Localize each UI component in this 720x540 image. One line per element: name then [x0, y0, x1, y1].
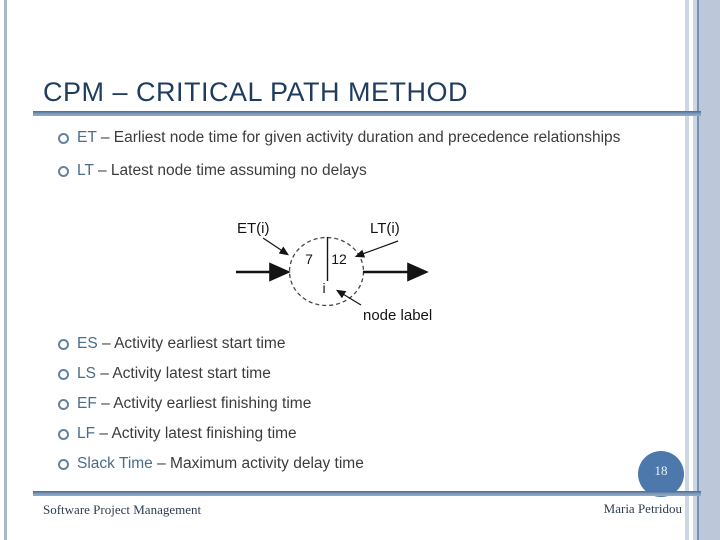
bullet-circle-icon: [58, 399, 69, 410]
node-circle: [288, 236, 365, 307]
bullet-rest: – Latest node time assuming no delays: [93, 162, 367, 179]
bullet-item-et: ET – Earliest node time for given activi…: [58, 127, 648, 149]
slide-title: CPM – CRITICAL PATH METHOD: [43, 77, 469, 107]
lt-value: 12: [331, 251, 347, 267]
right-edge-stripe-1: [685, 0, 689, 540]
bullet-circle-icon: [58, 429, 69, 440]
bullet-rest: – Maximum activity delay time: [152, 455, 364, 472]
title-underline: [33, 111, 701, 116]
right-edge-stripe-3: [697, 0, 699, 540]
bullet-text: Slack Time – Maximum activity delay time: [77, 453, 364, 475]
bullet-keyword: LS: [77, 365, 96, 382]
bullet-rest: – Activity earliest finishing time: [96, 395, 312, 412]
node-id: i: [322, 280, 325, 296]
et-pointer-arrow: [262, 237, 289, 256]
page-number: 18: [654, 463, 668, 478]
bullet-rest: – Activity earliest start time: [97, 335, 286, 352]
bullet-text: ES – Activity earliest start time: [77, 333, 285, 355]
bullet-item-lf: LF – Activity latest finishing time: [58, 423, 648, 445]
bullet-text: EF – Activity earliest finishing time: [77, 393, 311, 415]
right-edge-stripe-2: [693, 0, 697, 540]
node-time-diagram: ET(i) LT(i) 7 12 i node label: [236, 220, 432, 324]
bullet-keyword: LF: [77, 425, 96, 442]
bullet-rest: – Earliest node time for given activity …: [96, 129, 621, 146]
bullet-circle-icon: [58, 459, 69, 470]
left-edge-stripe: [4, 0, 7, 540]
bullet-text: LT – Latest node time assuming no delays: [77, 160, 367, 182]
bullet-keyword: ET: [77, 129, 97, 146]
bullet-item-es: ES – Activity earliest start time: [58, 333, 648, 355]
lt-label: LT(i): [370, 220, 400, 237]
bullet-text: LS – Activity latest start time: [77, 363, 271, 385]
bullet-item-lt: LT – Latest node time assuming no delays: [58, 160, 648, 182]
bullet-rest: – Activity latest finishing time: [95, 425, 297, 442]
node-label-pointer-arrow: [335, 289, 362, 306]
bullet-circle-icon: [58, 166, 69, 177]
et-value: 7: [305, 251, 313, 267]
node-label-text: node label: [363, 307, 432, 324]
footer-author: Maria Petridou: [603, 501, 682, 516]
bullet-item-ls: LS – Activity latest start time: [58, 363, 648, 385]
bullet-keyword: ES: [77, 335, 98, 352]
bullet-keyword: Slack Time: [77, 455, 153, 472]
bullet-keyword: EF: [77, 395, 97, 412]
bullet-circle-icon: [58, 133, 69, 144]
lt-pointer-arrow: [354, 240, 399, 258]
bullet-circle-icon: [58, 339, 69, 350]
bullet-item-slack: Slack Time – Maximum activity delay time: [58, 453, 648, 475]
right-edge-band: [699, 0, 720, 540]
bullet-keyword: LT: [77, 162, 94, 179]
footer-rule: [33, 491, 701, 496]
bullet-list-bottom: ES – Activity earliest start time LS – A…: [58, 333, 648, 483]
bullet-text: ET – Earliest node time for given activi…: [77, 127, 620, 149]
bullet-rest: – Activity latest start time: [95, 365, 271, 382]
et-label: ET(i): [237, 220, 270, 237]
footer-course-title: Software Project Management: [43, 502, 202, 517]
bullet-text: LF – Activity latest finishing time: [77, 423, 297, 445]
page-number-badge: 18: [638, 451, 684, 497]
bullet-list-top: ET – Earliest node time for given activi…: [58, 127, 648, 193]
bullet-item-ef: EF – Activity earliest finishing time: [58, 393, 648, 415]
bullet-circle-icon: [58, 369, 69, 380]
